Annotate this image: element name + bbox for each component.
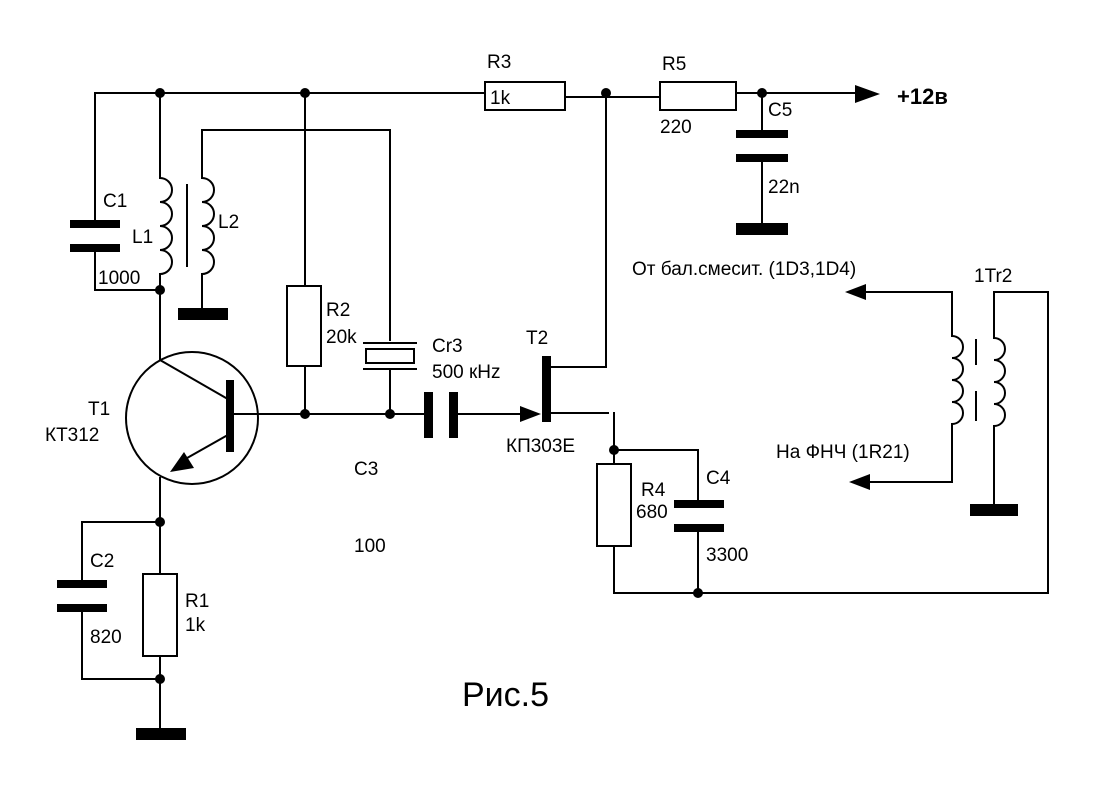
- t2-type: КП303Е: [506, 436, 575, 457]
- c5-ref: C5: [768, 100, 792, 121]
- top-rail: [94, 92, 863, 98]
- cr3-ref: Cr3: [432, 336, 463, 357]
- junctions: [155, 88, 767, 684]
- c3-value: 100: [354, 536, 386, 557]
- tr2-ref: 1Tr2: [974, 266, 1012, 287]
- capacitor-c2: C2 820: [57, 521, 161, 680]
- from-mixer-label: От бал.смесит. (1D3,1D4): [632, 259, 856, 280]
- t1-ref: T1: [88, 399, 110, 420]
- inductor-l2: L2: [178, 129, 391, 320]
- resistor-r5: R5 220: [659, 54, 737, 138]
- supply-label: +12в: [897, 84, 948, 109]
- t2-ref: T2: [526, 328, 548, 349]
- r4-value: 680: [636, 502, 668, 523]
- arrow-icon: [849, 474, 870, 490]
- r2-value: 20k: [326, 327, 357, 348]
- c1-ref: C1: [103, 191, 127, 212]
- r3-value: 1k: [490, 88, 511, 109]
- crystal-cr3: Cr3 500 кHz: [363, 129, 501, 415]
- ground-icon: [136, 728, 186, 740]
- transformer-tr2: 1Tr2: [845, 266, 1018, 516]
- t1-type: КТ312: [45, 425, 99, 446]
- c5-value: 22n: [768, 177, 800, 198]
- resistor-r3: R3 1k: [484, 52, 566, 111]
- l1-ref: L1: [132, 227, 153, 248]
- transistor-t2: T2 КП303Е: [506, 96, 615, 457]
- capacitor-c1: C1 1000: [70, 92, 161, 291]
- r3-ref: R3: [487, 52, 511, 73]
- resistor-r4: R4 680: [596, 449, 699, 594]
- ground-icon: [970, 504, 1018, 516]
- arrow-icon: [170, 452, 194, 472]
- r1-ref: R1: [185, 591, 209, 612]
- transistor-t1: T1 КТ312: [45, 351, 306, 523]
- supply-arrow: +12в: [855, 84, 948, 109]
- cr3-value: 500 кHz: [432, 362, 501, 383]
- capacitor-c3: C3 100: [354, 392, 541, 557]
- arrow-icon: [845, 284, 866, 300]
- ground-icon: [736, 223, 788, 235]
- figure-caption: Рис.5: [462, 676, 549, 714]
- r4-ref: R4: [641, 480, 666, 501]
- c3-ref: C3: [354, 459, 378, 480]
- c1-value: 1000: [98, 268, 140, 289]
- to-lpf-label: На ФНЧ (1R21): [776, 442, 910, 463]
- r2-ref: R2: [326, 300, 350, 321]
- c4-value: 3300: [706, 545, 748, 566]
- resistor-r2: R2 20k: [286, 92, 357, 415]
- capacitor-c5: C5 22n: [736, 92, 800, 235]
- r5-value: 220: [660, 117, 692, 138]
- arrow-icon: [855, 85, 880, 103]
- r1-value: 1k: [185, 615, 206, 636]
- capacitor-c4: C4 3300: [674, 449, 748, 594]
- c2-value: 820: [90, 627, 122, 648]
- ground-icon: [178, 308, 228, 320]
- r5-ref: R5: [662, 54, 686, 75]
- c4-ref: C4: [706, 468, 731, 489]
- inductor-l1: L1: [132, 92, 173, 361]
- arrow-icon: [520, 406, 541, 422]
- l2-ref: L2: [218, 212, 239, 233]
- resistor-r1: R1 1k: [136, 521, 209, 740]
- c2-ref: C2: [90, 551, 114, 572]
- source-return-wire: [613, 291, 1049, 594]
